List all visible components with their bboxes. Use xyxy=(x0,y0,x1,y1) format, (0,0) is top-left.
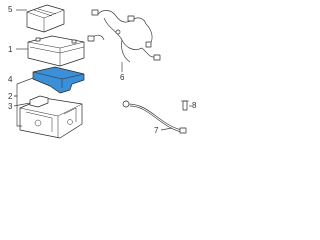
battery-part xyxy=(27,35,85,67)
tray-bracket-part xyxy=(29,95,49,108)
callout-4: 4 xyxy=(8,75,13,84)
callout-3: 3 xyxy=(8,102,13,111)
callout-labels: 5 1 4 2 3 6 7 8 xyxy=(8,5,197,135)
wiring-harness-part xyxy=(87,9,161,63)
callout-1: 1 xyxy=(8,45,13,54)
callout-6: 6 xyxy=(120,73,125,82)
battery-cover-part xyxy=(26,4,65,33)
fastener-part xyxy=(181,100,189,111)
ground-cable-part xyxy=(122,100,187,134)
parts-diagram: 5 1 4 2 3 6 7 8 xyxy=(8,4,197,139)
callout-5: 5 xyxy=(8,5,13,14)
callout-8: 8 xyxy=(192,101,197,110)
battery-tray-part xyxy=(19,97,83,139)
callout-2: 2 xyxy=(8,92,13,101)
battery-hold-down-part xyxy=(32,66,85,94)
leader-lines xyxy=(13,9,192,131)
callout-7: 7 xyxy=(154,126,159,135)
